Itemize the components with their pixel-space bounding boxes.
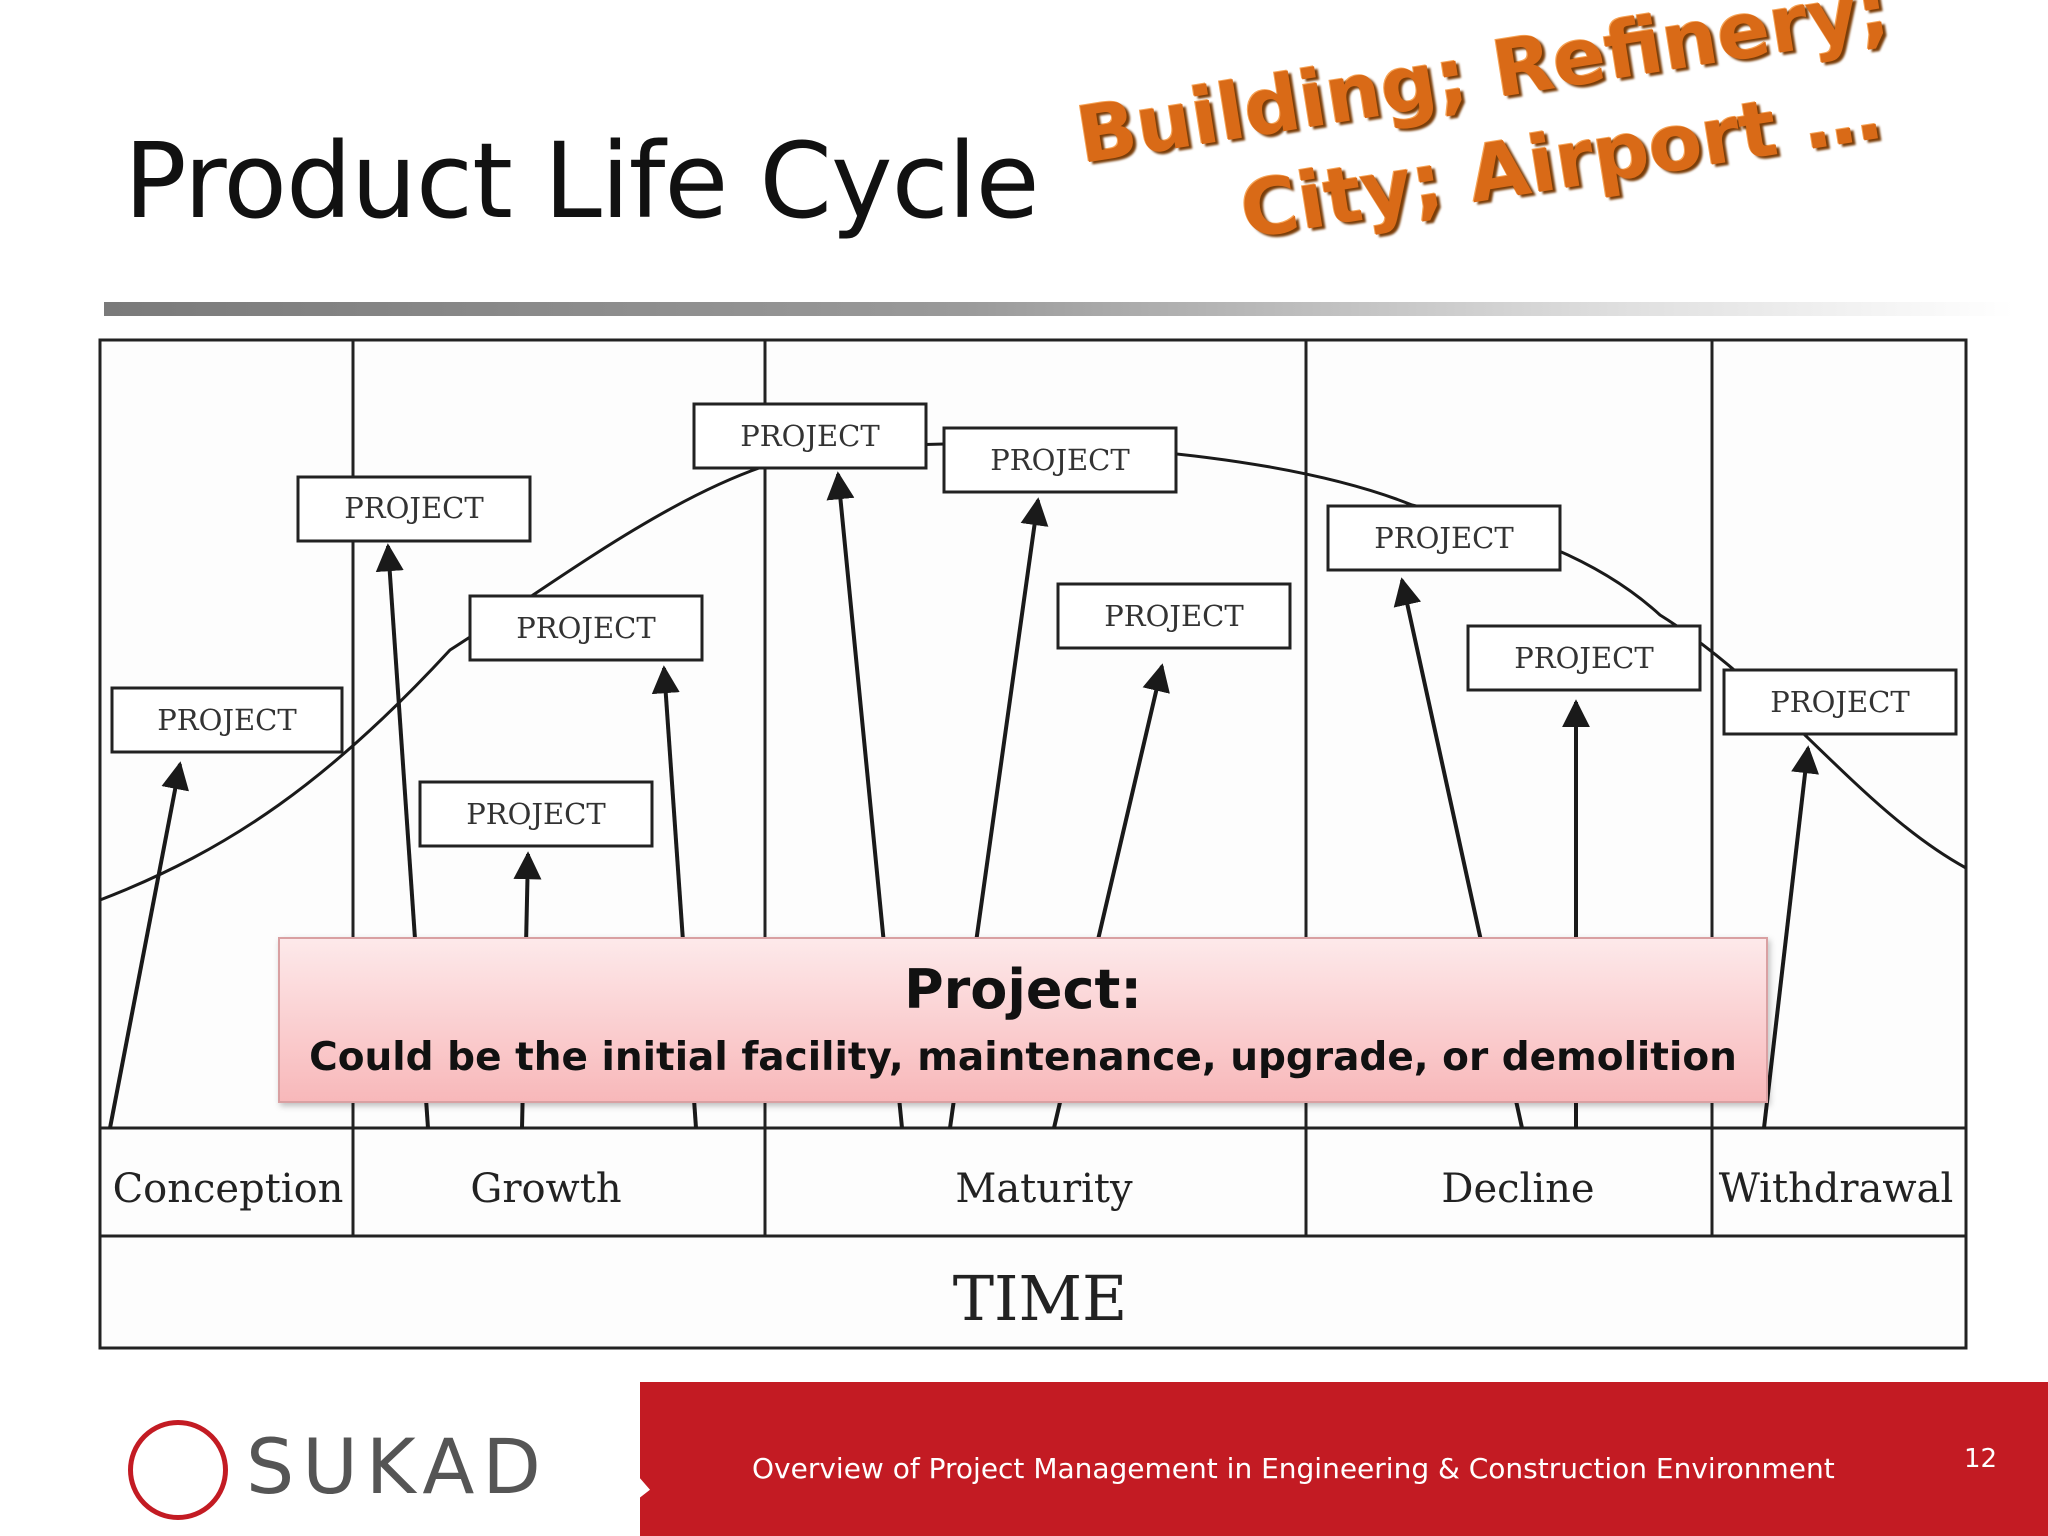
project-box-label: PROJECT <box>516 611 656 645</box>
project-box-label: PROJECT <box>990 443 1130 477</box>
phase-label-withdrawal: Withdrawal <box>1719 1166 1954 1212</box>
project-box-label: PROJECT <box>1514 641 1654 675</box>
project-box: PROJECT <box>110 686 344 754</box>
project-box-label: PROJECT <box>466 797 606 831</box>
project-box-label: PROJECT <box>1770 685 1910 719</box>
title-divider <box>104 302 2014 316</box>
project-box-label: PROJECT <box>740 419 880 453</box>
project-definition-note: Project: Could be the initial facility, … <box>278 937 1768 1103</box>
project-box: PROJECT <box>1056 582 1292 650</box>
project-arrow <box>1762 745 1820 1129</box>
project-box: PROJECT <box>418 780 654 848</box>
footer-caption: Overview of Project Management in Engine… <box>752 1452 1835 1485</box>
note-body: Could be the initial facility, maintenan… <box>309 1035 1737 1080</box>
slide-title: Product Life Cycle <box>124 120 1040 242</box>
project-box: PROJECT <box>692 402 928 470</box>
project-box-label: PROJECT <box>1104 599 1244 633</box>
time-axis-label: TIME <box>953 1262 1128 1335</box>
project-box: PROJECT <box>1466 624 1702 692</box>
project-box: PROJECT <box>296 475 532 543</box>
project-box: PROJECT <box>1326 504 1562 572</box>
page-number: 12 <box>1964 1444 1998 1474</box>
footer-band <box>590 1382 2048 1536</box>
phase-label-maturity: Maturity <box>955 1166 1133 1212</box>
logo-text: SUKAD <box>246 1422 549 1511</box>
note-title: Project: <box>904 958 1142 1021</box>
project-box-label: PROJECT <box>344 491 484 525</box>
project-box-label: PROJECT <box>1374 521 1514 555</box>
project-box: PROJECT <box>942 426 1178 494</box>
life-cycle-diagram: PROJECT PROJECT PROJECT PROJECT PROJECT … <box>98 338 1968 1350</box>
project-box: PROJECT <box>1722 668 1958 736</box>
phase-label-decline: Decline <box>1441 1166 1594 1212</box>
project-box-label: PROJECT <box>157 703 297 737</box>
project-box: PROJECT <box>468 594 704 662</box>
slide-footer: SUKAD Overview of Project Management in … <box>0 1382 2048 1536</box>
phase-label-conception: Conception <box>113 1166 344 1212</box>
project-arrow <box>108 761 189 1129</box>
footer-logo-area <box>0 1382 640 1536</box>
phase-label-growth: Growth <box>470 1166 621 1212</box>
sukad-logo-icon <box>128 1420 228 1520</box>
